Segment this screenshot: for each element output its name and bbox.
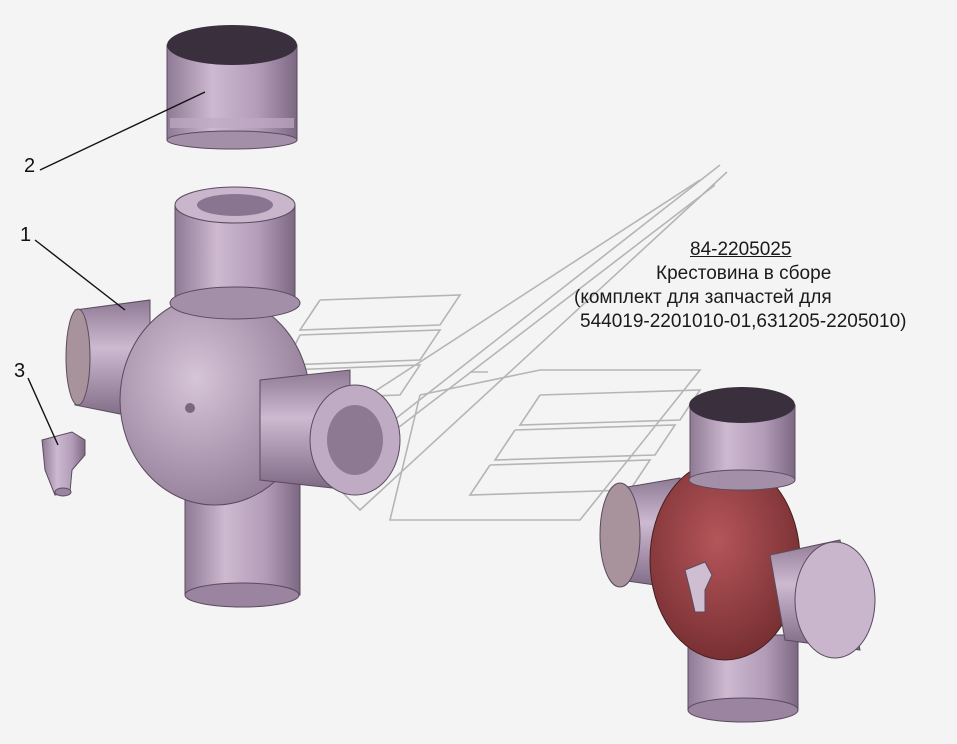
part-code: 84-2205025 [690, 239, 792, 260]
leader-lines [27, 91, 206, 446]
callout-label-3: 3 [14, 360, 26, 382]
cross-spider [65, 186, 401, 608]
grease-fitting [41, 431, 86, 497]
callout-label-1: 1 [20, 224, 32, 246]
bearing-cap [166, 25, 298, 150]
callout-label-2: 2 [24, 155, 36, 177]
part-title: Крестовина в сборе [656, 263, 832, 284]
assembled-cross [599, 387, 876, 723]
part-note-line2: 544019-2201010-01,631205-2205010) [580, 311, 907, 332]
part-note-line1: (комплект для запчастей для [574, 287, 832, 308]
